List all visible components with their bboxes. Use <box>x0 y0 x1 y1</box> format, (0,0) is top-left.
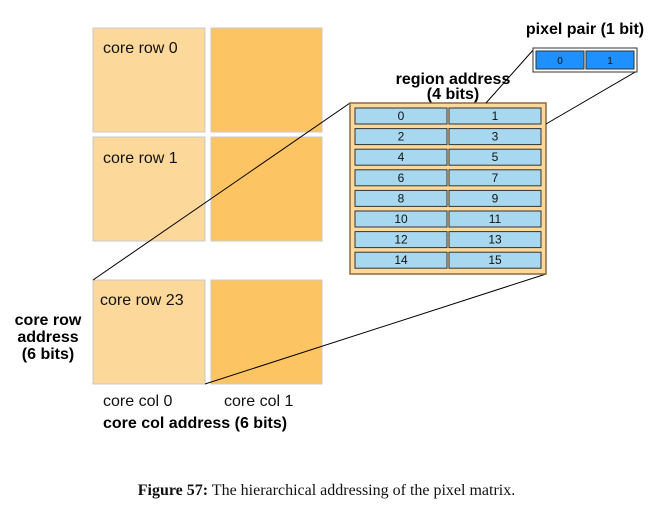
core-col1-label: core col 1 <box>224 393 293 410</box>
figure-caption-text: The hierarchical addressing of the pixel… <box>208 482 516 499</box>
region-cell <box>354 210 448 228</box>
zoom-line-bottom <box>204 273 547 385</box>
figure-caption-label: Figure 57: <box>137 482 209 499</box>
region-cell <box>354 107 448 125</box>
region-cell-label: 4 <box>398 150 405 164</box>
region-cell-label: 10 <box>394 212 408 226</box>
region-cell-label: 6 <box>398 171 405 185</box>
region-cell <box>448 251 542 269</box>
region-cell <box>448 148 542 166</box>
pixel-pair-cell-label: 0 <box>557 56 563 67</box>
region-cell-label: 15 <box>488 253 502 267</box>
region-cell <box>354 189 448 207</box>
core-row-address-line3: (6 bits) <box>22 346 74 363</box>
core-row-address-line1: core row <box>15 312 82 329</box>
region-cell <box>354 169 448 187</box>
region-address-bits: (4 bits) <box>427 86 479 103</box>
core-col0-label: core col 0 <box>103 393 172 410</box>
pixel-pair-cell <box>535 50 585 70</box>
region-cell-label: 1 <box>492 109 499 123</box>
region-cell <box>354 231 448 249</box>
region-cell-label: 9 <box>492 191 499 205</box>
region-cell-label: 8 <box>398 191 405 205</box>
zoom-line-top <box>92 102 351 281</box>
pixel-pair-cell-label: 1 <box>607 56 613 67</box>
pixel-pair-cell <box>585 50 635 70</box>
core-row23-col0-block <box>92 279 206 385</box>
region-cell-label: 7 <box>492 171 499 185</box>
region-address-title: region address <box>396 71 511 88</box>
region-cell <box>354 128 448 146</box>
core-row1-label: core row 1 <box>103 150 178 167</box>
region-cell-label: 0 <box>398 109 405 123</box>
zoom-line-pair-top <box>485 48 535 104</box>
region-cell-label: 14 <box>394 253 408 267</box>
region-cell <box>448 128 542 146</box>
zoom-line-pair-bottom <box>545 70 638 125</box>
region-cell <box>448 107 542 125</box>
core-col-address-label: core col address (6 bits) <box>103 415 287 432</box>
region-cell-label: 5 <box>492 150 499 164</box>
core-row0-col1-block <box>210 27 323 133</box>
region-cell <box>354 148 448 166</box>
region-cell-label: 3 <box>492 130 499 144</box>
core-row1-col1-block <box>210 136 323 242</box>
region-cell-label: 11 <box>489 212 502 226</box>
core-row-address-line2: address <box>17 329 78 346</box>
core-row0-label: core row 0 <box>103 40 178 57</box>
region-cell-label: 2 <box>398 130 405 144</box>
core-row23-col1-block <box>210 279 323 385</box>
region-cell <box>354 251 448 269</box>
region-cell <box>448 210 542 228</box>
region-cell-label: 12 <box>394 233 408 247</box>
figure-caption: Figure 57: The hierarchical addressing o… <box>0 482 653 500</box>
region-cell <box>448 169 542 187</box>
core-row0-col0-block <box>92 27 206 133</box>
region-cell <box>448 189 542 207</box>
core-row1-col0-block <box>92 136 206 242</box>
pixel-pair-title: pixel pair (1 bit) <box>526 21 644 38</box>
region-cell <box>448 231 542 249</box>
core-row23-label: core row 23 <box>100 292 184 309</box>
region-cell-label: 13 <box>488 233 502 247</box>
